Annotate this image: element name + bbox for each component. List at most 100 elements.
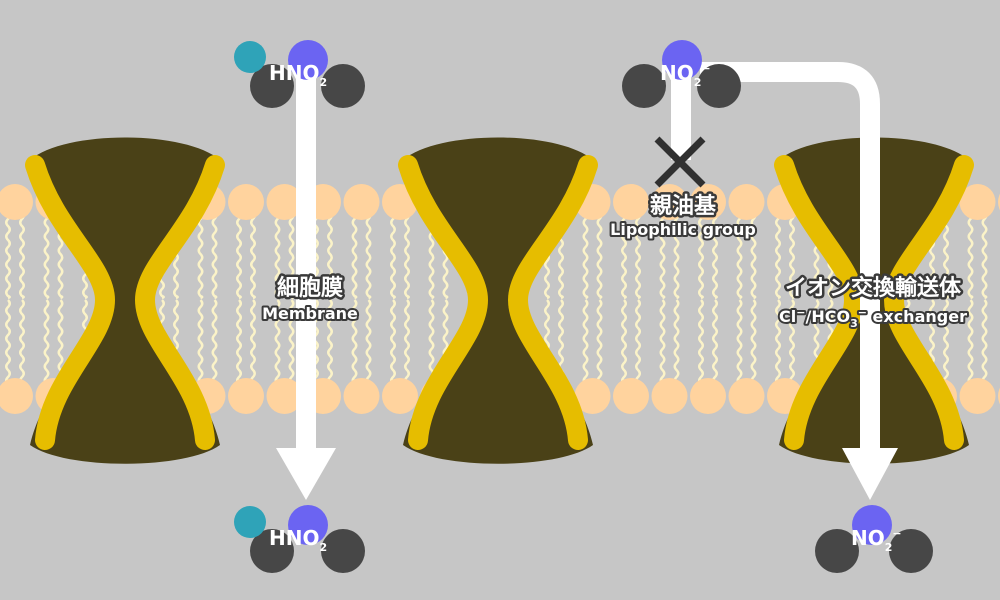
lipid-head [690, 378, 726, 414]
label-lipophilic-ja: 親油基 [650, 194, 717, 219]
lipid-tail [659, 299, 666, 388]
lipid-tail [390, 299, 396, 388]
no2-top-subscript: 2 [694, 76, 702, 89]
lipid-tail [351, 299, 358, 388]
hno2-bottom-subscript: 2 [319, 541, 327, 554]
lipid-head [728, 378, 765, 414]
lipid-tail [351, 211, 358, 300]
lipid-tail [750, 299, 757, 388]
label-lipophilic-en: Lipophilic group [610, 220, 756, 239]
lipid-tail [274, 299, 281, 388]
lipid-head [959, 184, 996, 220]
exchanger-arrow-icon [700, 62, 898, 500]
channel-protein-2 [398, 137, 598, 464]
lipid-tail [288, 299, 295, 388]
no2-bottom-subscript: 2 [885, 541, 893, 554]
lipid-head [728, 184, 765, 220]
label-membrane-en: Membrane [262, 304, 358, 323]
lipid-tail [365, 211, 372, 300]
no2-bottom-formula: NO [851, 526, 885, 550]
label-membrane-ja: 細胞膜 [277, 275, 343, 301]
lipid-head [651, 378, 688, 414]
lipid-tail [659, 211, 666, 300]
lipid-tail [5, 299, 11, 388]
lipid-tail [236, 299, 242, 388]
lipid-tail [250, 211, 256, 300]
lipid-tail [327, 211, 333, 300]
lipid-tail [236, 211, 242, 300]
lipid-tail [365, 299, 372, 388]
lipid-head [690, 184, 726, 220]
channel-protein-1 [25, 137, 225, 464]
lipid-tail [698, 211, 704, 300]
no2-top-formula: NO [660, 61, 694, 85]
svg-text:HNO2: HNO2 [269, 526, 327, 554]
lipid-tail [327, 299, 333, 388]
lipid-tail [673, 211, 680, 300]
blocked-arrow-icon [671, 75, 691, 160]
lipid-head [343, 378, 380, 414]
flow-arrows [276, 62, 898, 500]
lipid-tail [775, 211, 781, 300]
lipid-head [0, 378, 33, 414]
lipid-head [228, 184, 264, 220]
cross-x-icon [654, 136, 706, 188]
label-membrane: 細胞膜 Membrane [260, 273, 360, 326]
hno2-bottom-formula: HNO [269, 526, 319, 550]
lipid-tail [5, 211, 11, 300]
lipid-head [343, 184, 380, 220]
lipid-tail [288, 211, 295, 300]
lipid-head [0, 184, 33, 220]
svg-text:NO2−: NO2− [851, 526, 902, 554]
lipid-tail [621, 211, 627, 300]
lipid-tail [274, 211, 281, 300]
lipid-tail [43, 299, 50, 388]
lipid-tail [313, 299, 319, 388]
lipid-head [382, 378, 418, 414]
diffusion-arrow-icon [276, 75, 336, 500]
lipid-tail [775, 299, 781, 388]
lipid-tail [390, 211, 396, 300]
lipid-tail [981, 299, 988, 388]
lipid-tail [211, 299, 218, 388]
lipid-tail [712, 211, 718, 300]
lipid-tail [967, 211, 974, 300]
lipid-head [651, 184, 688, 220]
lipid-head [959, 378, 996, 414]
lipid-head [613, 378, 649, 414]
lipid-head [266, 184, 303, 220]
lipid-tail [211, 211, 218, 300]
lipid-tail [673, 299, 680, 388]
hno2-top-subscript: 2 [319, 76, 327, 89]
svg-text:NO2−: NO2− [660, 61, 711, 89]
lipid-tail [621, 299, 627, 388]
molecule-hno2-top: HNO2 [234, 40, 365, 108]
lipid-tail [404, 211, 410, 300]
molecule-hno2-bottom: HNO2 [234, 505, 365, 573]
lipid-tail [19, 211, 25, 300]
lipid-tail [981, 211, 988, 300]
lipid-head [613, 184, 649, 220]
lipid-tail [19, 299, 25, 388]
lipid-head [228, 378, 264, 414]
lipid-tail [582, 299, 589, 388]
molecule-no2-top: NO2− [622, 40, 741, 108]
lipid-head [574, 378, 611, 414]
lipid-tail [736, 211, 743, 300]
no2-top-charge: − [701, 62, 710, 75]
lipid-tail [635, 211, 641, 300]
lipid-tail [250, 299, 256, 388]
label-exchanger-ja: イオン交換輸送体 [785, 275, 962, 301]
lipid-tail [712, 299, 718, 388]
lipid-head [266, 378, 303, 414]
lipid-tail [789, 299, 795, 388]
lipid-tail [404, 299, 410, 388]
lipid-tail [943, 299, 949, 388]
lipid-tail [582, 211, 589, 300]
lipid-tail [789, 211, 795, 300]
lipid-tail [736, 299, 743, 388]
lipid-tail [750, 211, 757, 300]
lipid-tail [943, 211, 949, 300]
no2-bottom-charge: − [892, 527, 901, 540]
